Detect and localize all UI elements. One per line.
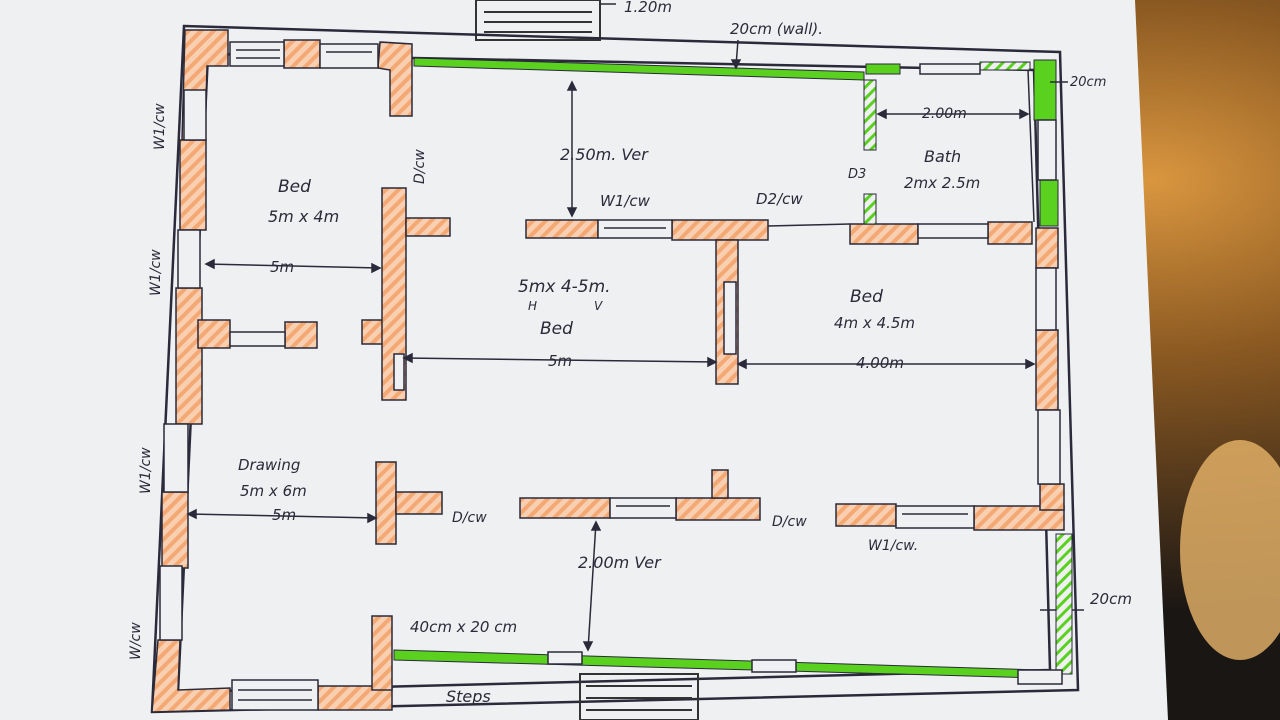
label-wall-thickness-right-bottom: 20cm bbox=[1090, 590, 1132, 608]
label-window-center-top: W1/cw bbox=[600, 192, 651, 210]
room-bath-size: 2mx 2.5m bbox=[904, 174, 980, 192]
room-bed-top-left-name: Bed bbox=[278, 177, 311, 197]
label-veranda-top: 2.50m. Ver bbox=[560, 145, 649, 164]
label-door-center-bottom: D/cw bbox=[772, 514, 807, 530]
room-bed-center-sub-v: V bbox=[594, 299, 603, 313]
room-drawing-name: Drawing bbox=[238, 456, 300, 474]
room-drawing-size: 5m x 6m bbox=[240, 482, 307, 500]
room-bed-top-left-size: 5m x 4m bbox=[268, 207, 339, 226]
label-door-drawing: D/cw bbox=[452, 510, 487, 526]
label-door-left-top: D/cw bbox=[412, 149, 428, 184]
top-stairs bbox=[475, 0, 601, 41]
dimension-arrows bbox=[186, 3, 1084, 652]
room-bed-top-left-width: 5m bbox=[270, 258, 294, 276]
label-window-left-3: W1/cw bbox=[138, 447, 154, 494]
label-window-left-1: W1/cw bbox=[152, 103, 168, 150]
windows bbox=[159, 41, 1063, 711]
room-bed-center-width: 5m bbox=[548, 352, 572, 370]
label-window-left-4: W/cw bbox=[128, 622, 144, 660]
cloth-pattern bbox=[1180, 440, 1280, 660]
label-veranda-bottom: 2.00m Ver bbox=[578, 553, 662, 572]
label-steps: Steps bbox=[446, 687, 491, 706]
label-window-right-bottom: W1/cw. bbox=[868, 538, 918, 554]
label-stair-top-width: 1.20m bbox=[624, 0, 672, 16]
room-bath-door: D3 bbox=[848, 167, 866, 182]
label-column-size: 40cm x 20 cm bbox=[410, 618, 517, 636]
room-bed-right-name: Bed bbox=[850, 287, 883, 307]
label-wall-thickness-right-top: 20cm bbox=[1070, 75, 1106, 90]
bottom-stairs bbox=[579, 673, 699, 720]
room-bed-right-width: 4.00m bbox=[856, 354, 904, 372]
interior-lines bbox=[767, 69, 1035, 227]
label-window-left-2: W1/cw bbox=[148, 249, 164, 296]
room-bed-right-size: 4m x 4.5m bbox=[834, 314, 915, 332]
room-bath-width: 2.00m bbox=[922, 106, 967, 122]
room-bath-name: Bath bbox=[924, 147, 961, 166]
room-drawing-width: 5m bbox=[272, 506, 296, 524]
room-bed-center-size: 5mx 4-5m. bbox=[518, 277, 611, 297]
label-door-center-top: D2/cw bbox=[756, 190, 803, 208]
room-bed-center-name: Bed bbox=[540, 319, 573, 339]
room-bed-center-sub-h: H bbox=[528, 299, 537, 313]
label-wall-thickness-top: 20cm (wall). bbox=[730, 20, 823, 38]
